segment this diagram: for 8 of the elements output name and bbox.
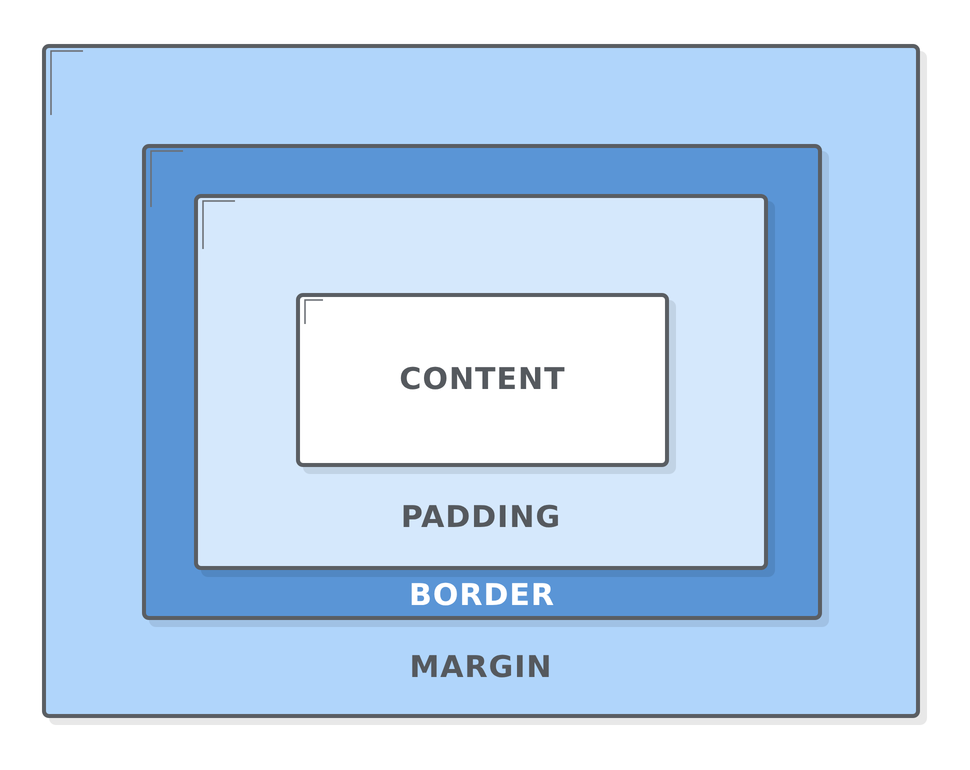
box-model-area <box>296 293 669 467</box>
area-label: MARGIN <box>408 649 554 687</box>
box-model-area <box>42 44 920 718</box>
area-label: CONTENT <box>398 361 567 399</box>
area-label: BORDER <box>408 577 556 615</box>
area-label: PADDING <box>400 499 562 537</box>
box-model-area <box>194 194 768 570</box>
box-model-area <box>142 144 822 620</box>
